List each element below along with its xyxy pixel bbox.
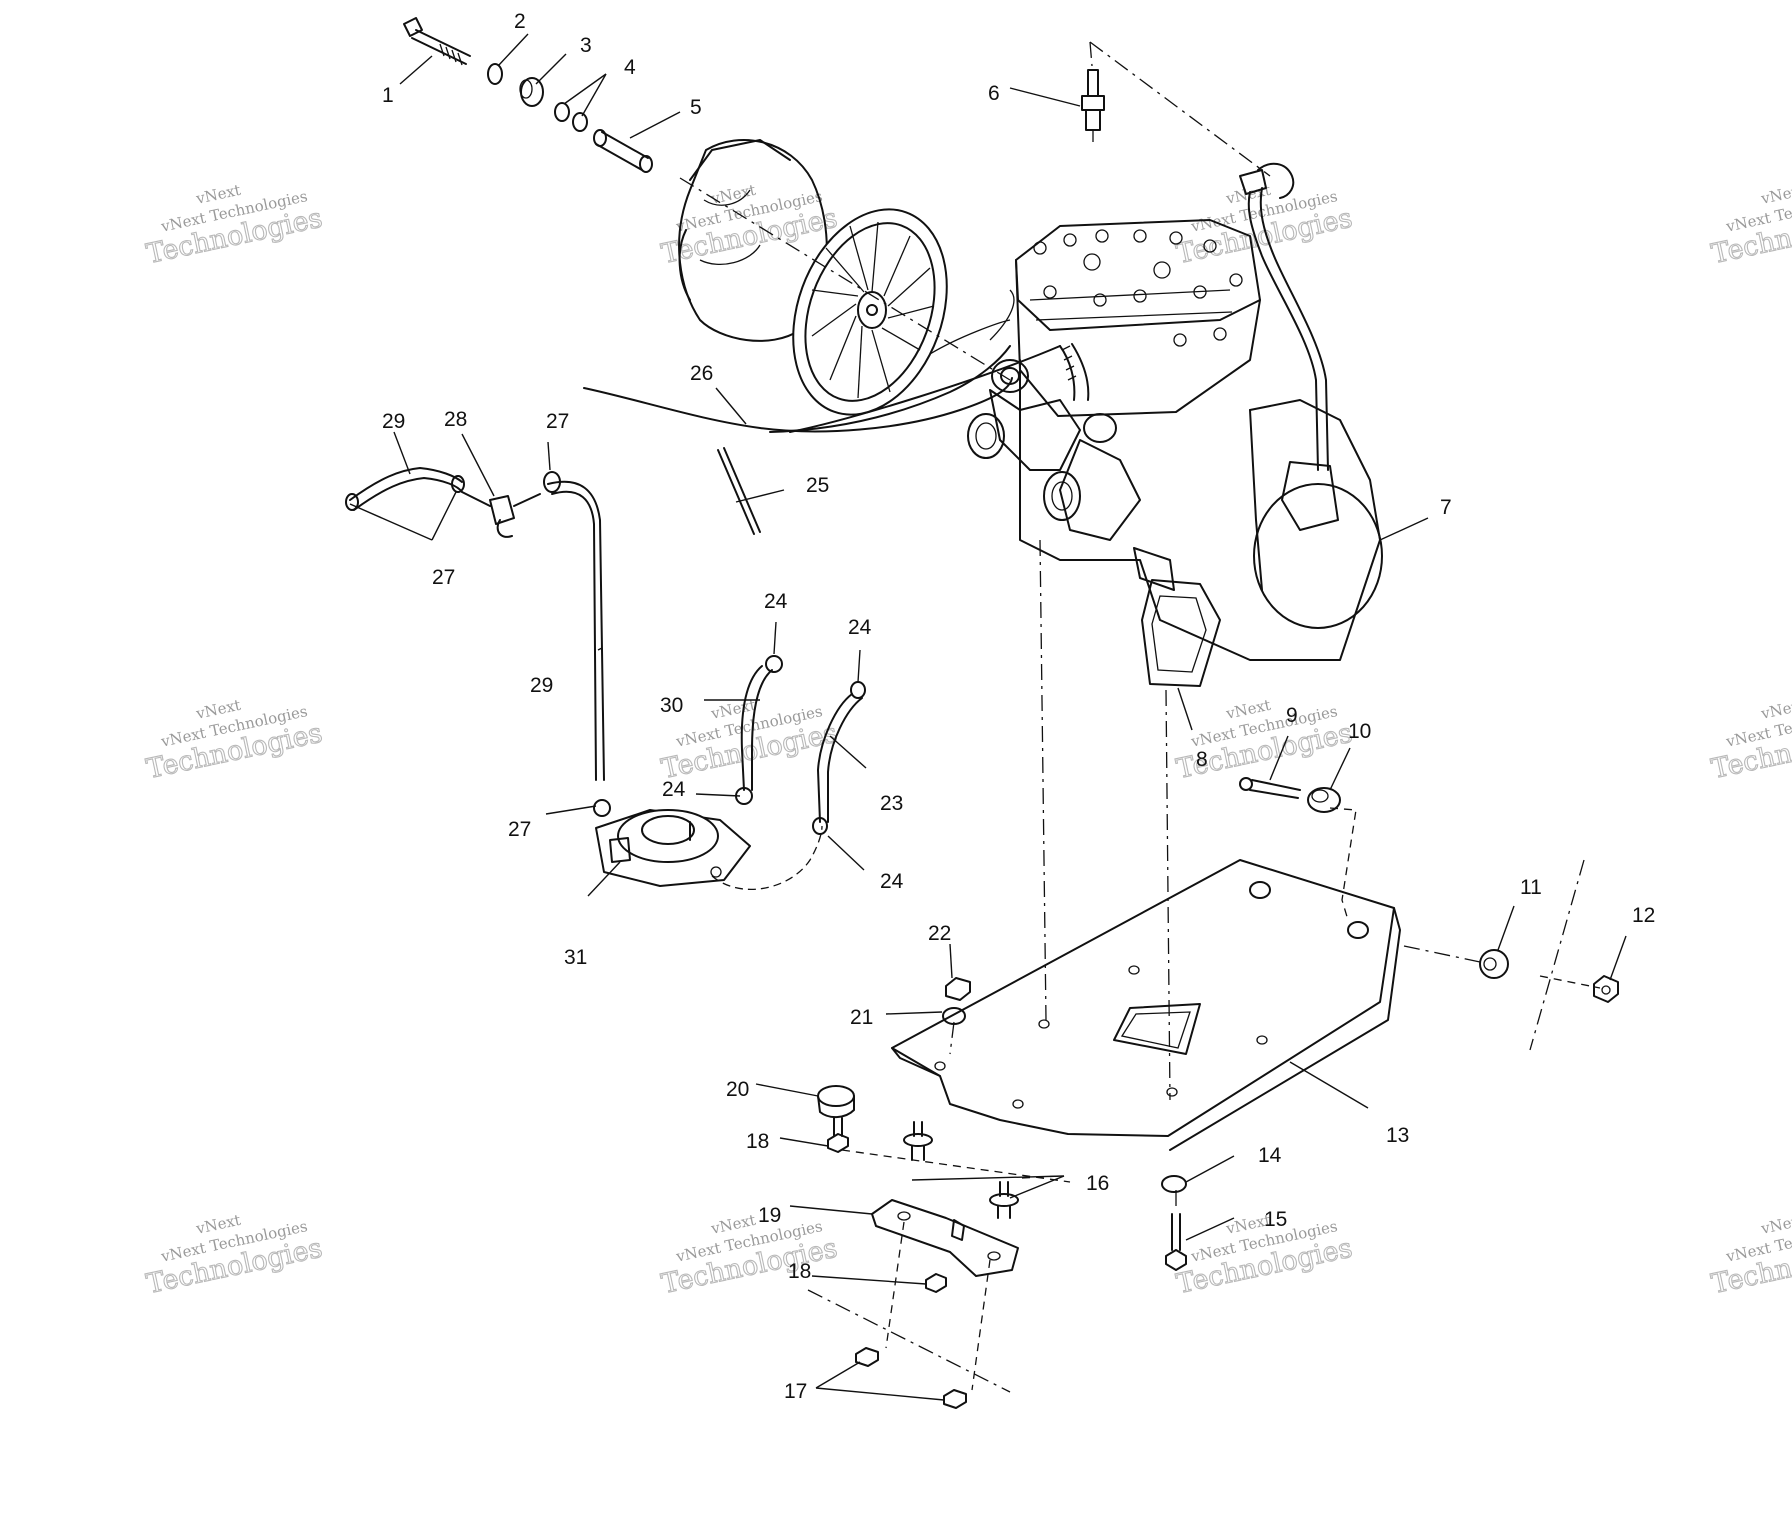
callout-12: 12 — [1632, 904, 1655, 927]
carburetor-assembly — [967, 343, 1141, 541]
callout-18-top: 18 — [746, 1130, 769, 1153]
watermark-center-bottom: vNext vNext Technologies Technologies — [658, 1211, 840, 1301]
nut-part-22 — [945, 977, 971, 1001]
nut-part-17-b — [943, 1389, 967, 1409]
callout-27-bottom: 27 — [508, 818, 531, 841]
clamp-part-24-d — [812, 817, 828, 835]
callout-21: 21 — [850, 1006, 873, 1029]
watermark-left-top: vNext vNext Technologies Technologies — [143, 181, 325, 271]
clamp-part-24-b — [850, 681, 866, 699]
cable-tie-part-25 — [717, 447, 761, 535]
callout-labels: 1 2 3 4 5 6 7 8 9 10 11 12 13 14 15 16 1… — [382, 10, 1655, 1403]
nut-part-12 — [1593, 975, 1619, 1003]
callout-17: 17 — [784, 1380, 807, 1403]
oring-part-4a — [554, 102, 570, 122]
callout-4: 4 — [624, 56, 636, 79]
spacer-part-5 — [593, 129, 653, 173]
nut-part-18-bottom — [925, 1273, 947, 1293]
bolt-part-9 — [1239, 777, 1301, 799]
fuel-pump-part-31 — [595, 809, 823, 890]
fuel-line-part-29-left — [349, 467, 463, 511]
damper-part-20 — [817, 1085, 855, 1137]
callout-27-left: 27 — [432, 566, 455, 589]
bushing-part-3 — [519, 77, 544, 107]
clamp-part-24-a — [765, 655, 783, 673]
fuel-line-part-29-long — [547, 480, 605, 781]
shutoff-valve-part-28 — [461, 491, 541, 538]
callout-28: 28 — [444, 408, 467, 431]
callout-16: 16 — [1086, 1172, 1109, 1195]
clamp-part-27-top — [543, 471, 561, 493]
stud-part-16-b — [989, 1181, 1019, 1219]
callout-31: 31 — [564, 946, 587, 969]
nut-part-18-top — [827, 1133, 849, 1153]
callout-11: 11 — [1520, 876, 1542, 899]
watermark-left-bottom: vNext vNext Technologies Technologies — [143, 1211, 325, 1301]
callout-9: 9 — [1286, 704, 1298, 727]
assembly-centerlines — [679, 41, 1601, 1393]
clamp-part-27-left — [345, 475, 465, 511]
watermark-edge-bottom: vNext vNext Technologies Technologies — [1708, 1211, 1792, 1301]
engine-part-7 — [1015, 219, 1383, 687]
watermark-left-mid: vNext vNext Technologies Technologies — [143, 696, 325, 786]
watermark-edge-top: vNext vNext Technologies Technologies — [1708, 181, 1792, 271]
callout-23: 23 — [880, 792, 903, 815]
watermark-edge-mid: vNext vNext Technologies Technologies — [1708, 696, 1792, 786]
engine-plate-part-13 — [891, 859, 1401, 1151]
callout-14: 14 — [1258, 1144, 1282, 1167]
bolt-part-1 — [403, 17, 471, 66]
nut-part-11 — [1479, 949, 1509, 979]
fuel-line-part-23 — [817, 693, 863, 823]
bracket-part-19 — [871, 1199, 1019, 1277]
callout-19: 19 — [758, 1204, 781, 1227]
plug-wire-cap — [1239, 162, 1329, 471]
callout-7: 7 — [1440, 496, 1452, 519]
callout-27-top: 27 — [546, 410, 569, 433]
callout-29-mid: 29 — [530, 674, 553, 697]
callout-10: 10 — [1348, 720, 1371, 743]
watermark-right-bottom: vNext vNext Technologies Technologies — [1173, 1211, 1355, 1301]
washer-part-21 — [942, 1007, 966, 1025]
callout-3: 3 — [580, 34, 592, 57]
callout-24-a: 24 — [764, 590, 788, 613]
stud-part-16-a — [903, 1121, 933, 1161]
washer-part-14 — [1161, 1175, 1187, 1193]
washer-part-2 — [487, 63, 503, 85]
callout-22: 22 — [928, 922, 951, 945]
callout-5: 5 — [690, 96, 702, 119]
callout-29-top: 29 — [382, 410, 405, 433]
callout-15: 15 — [1264, 1208, 1287, 1231]
oring-part-4b — [572, 112, 588, 132]
throttle-cable-part-26 — [583, 289, 1061, 433]
callout-1: 1 — [382, 84, 394, 107]
callout-26: 26 — [690, 362, 713, 385]
callout-24-d: 24 — [880, 870, 904, 893]
callout-2: 2 — [514, 10, 526, 33]
damper-part-10 — [1307, 787, 1341, 813]
callout-8: 8 — [1196, 748, 1208, 771]
callout-25: 25 — [806, 474, 829, 497]
recoil-starter-assembly — [678, 139, 948, 416]
callout-24-c: 24 — [662, 778, 686, 801]
bolt-part-15 — [1165, 1213, 1187, 1271]
clamp-part-27-bottom — [593, 799, 611, 817]
callout-24-b: 24 — [848, 616, 872, 639]
spark-plug-part-6 — [1081, 69, 1105, 142]
callout-30: 30 — [660, 694, 683, 717]
callout-20: 20 — [726, 1078, 749, 1101]
callout-13: 13 — [1386, 1124, 1409, 1147]
watermark-right-mid: vNext vNext Technologies Technologies — [1173, 696, 1355, 786]
leader-lines — [349, 33, 1627, 1401]
nut-part-17-a — [855, 1347, 879, 1367]
callout-18-bottom: 18 — [788, 1260, 811, 1283]
callout-6: 6 — [988, 82, 1000, 105]
